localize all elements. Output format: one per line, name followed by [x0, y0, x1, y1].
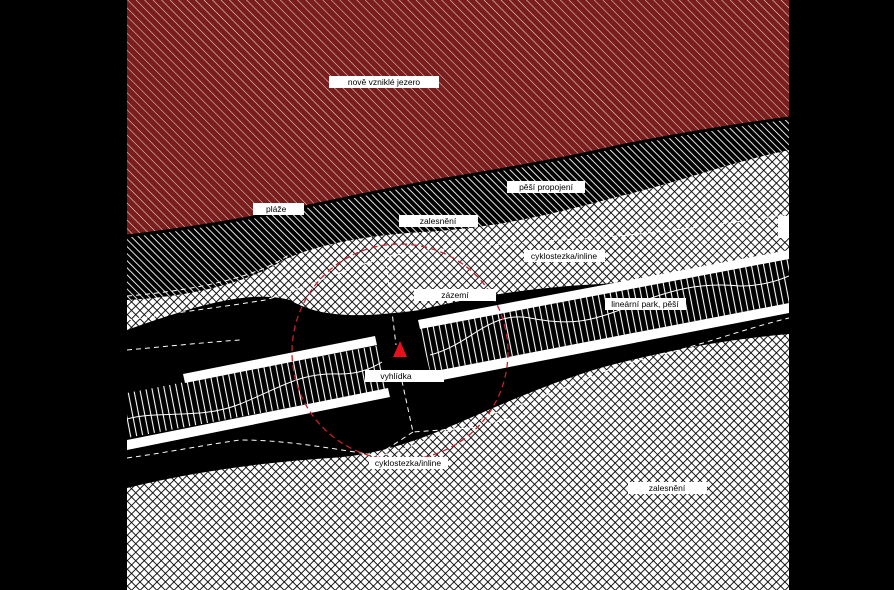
label-forestation-top: zalesnění — [399, 215, 478, 227]
forest-bottom-area — [127, 334, 789, 590]
lookout-marker-icon — [393, 341, 407, 357]
svg-text:zalesnění: zalesnění — [649, 483, 686, 493]
edge-marker — [778, 216, 789, 238]
label-beaches: pláže — [253, 203, 304, 215]
svg-text:vyhlídka: vyhlídka — [380, 371, 411, 381]
label-linear-park: lineární park, pěší — [605, 298, 686, 310]
label-cyclepath-top: cyklostezka/inline — [524, 250, 605, 262]
svg-text:zalesnění: zalesnění — [420, 216, 457, 226]
linear-park-right — [418, 252, 789, 372]
svg-text:lineární park, pěší: lineární park, pěší — [611, 299, 679, 309]
label-forestation-bottom: zalesnění — [628, 482, 707, 494]
svg-text:cyklostezka/inline: cyklostezka/inline — [375, 458, 441, 468]
dashed-boundaries — [127, 213, 789, 461]
label-lookout: vyhlídka — [365, 370, 444, 382]
park-walkway — [127, 361, 383, 420]
svg-text:pěší propojení: pěší propojení — [519, 182, 574, 192]
svg-text:zázemí: zázemí — [441, 290, 469, 300]
svg-text:pláže: pláže — [266, 204, 287, 214]
beach-area — [127, 118, 789, 300]
forest-top-area — [127, 150, 789, 330]
svg-text:cyklostezka/inline: cyklostezka/inline — [531, 251, 597, 261]
label-cyclepath-bottom: cyklostezka/inline — [369, 457, 448, 469]
linear-park-left — [127, 345, 388, 438]
park-edges — [127, 250, 789, 450]
lake-area — [127, 0, 789, 236]
label-lake: nově vzniklé jezero — [329, 76, 439, 88]
label-backyard: zázemí — [414, 289, 496, 301]
label-footpath: pěší propojení — [507, 181, 585, 193]
lookout-circle — [291, 243, 509, 461]
svg-text:nově vzniklé jezero: nově vzniklé jezero — [348, 77, 421, 87]
